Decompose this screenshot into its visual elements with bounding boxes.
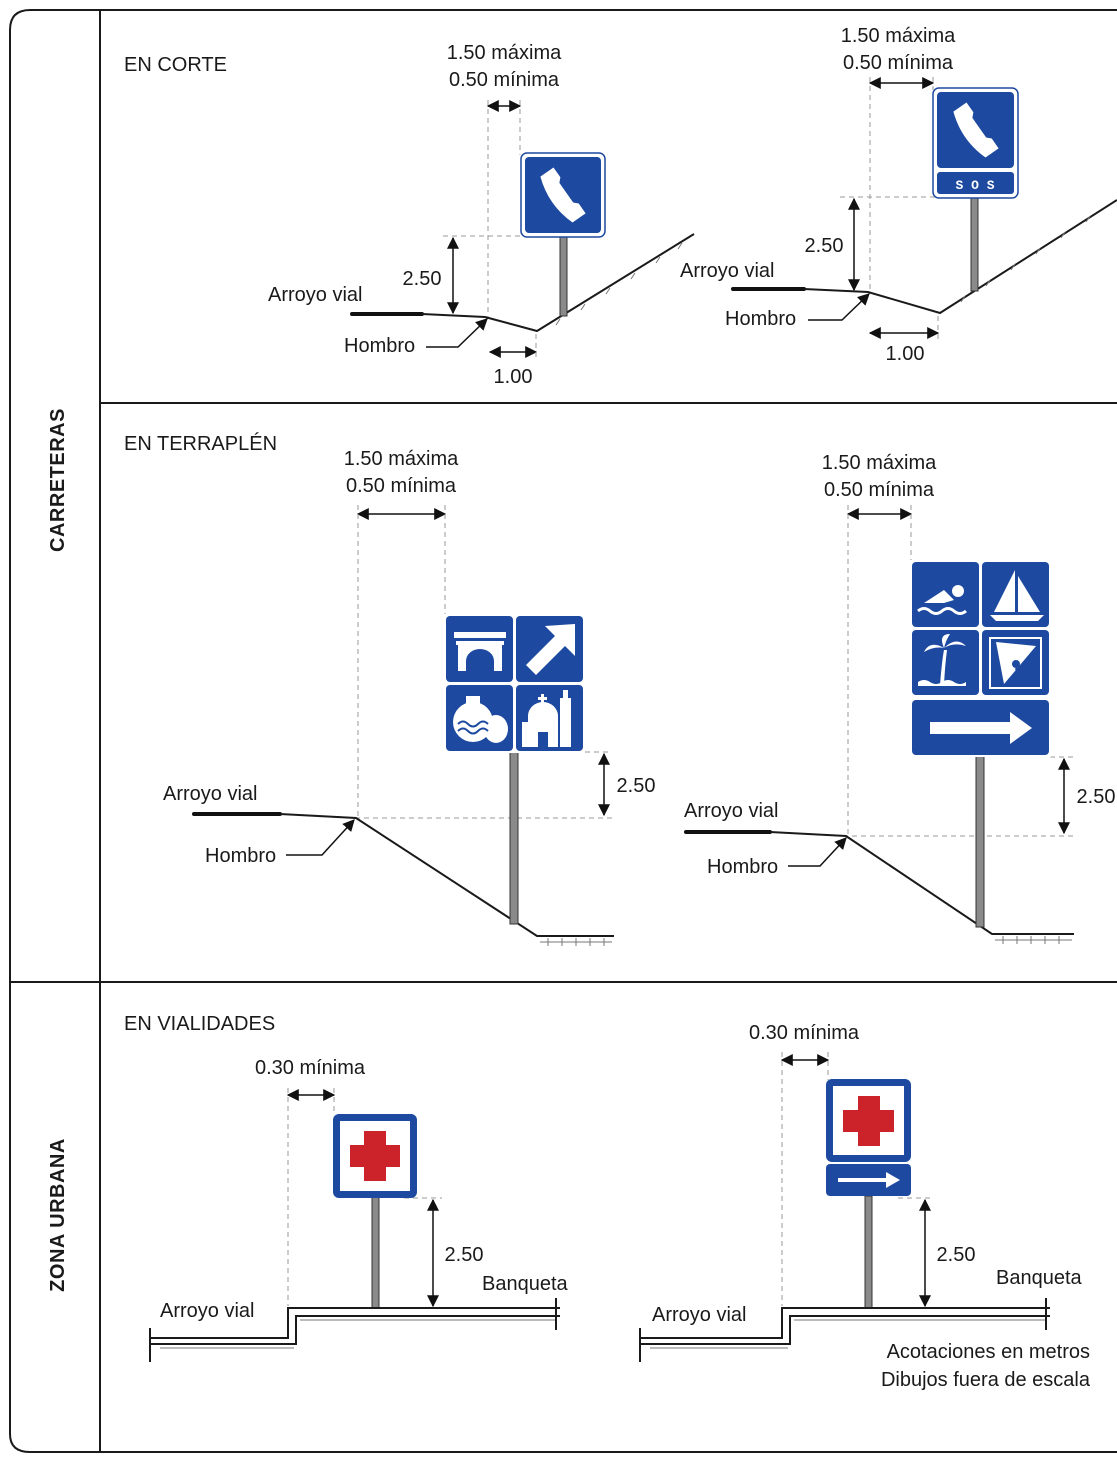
dim-maxima: 1.50 máxima [841, 25, 956, 47]
dim-minima: 0.50 mínima [824, 479, 935, 501]
dim-height: 2.50 [805, 235, 844, 257]
sailboat-icon [990, 570, 1044, 621]
corte-left-figure: 1.50 máxima 0.50 mínima 2.50 Arroyo vial… [268, 42, 695, 388]
sign-post [970, 196, 979, 292]
curb-sidewalk [150, 1307, 560, 1339]
dim-maxima: 1.50 máxima [822, 452, 937, 474]
curb-sidewalk [640, 1307, 1050, 1339]
label-arroyo-vial: Arroyo vial [160, 1300, 254, 1322]
tourism-sign-group [444, 614, 585, 753]
church-icon [522, 690, 571, 747]
dim-height: 2.50 [445, 1244, 484, 1266]
sign-post [509, 749, 519, 925]
cut-slope [803, 199, 1117, 315]
label-banqueta: Banqueta [996, 1267, 1083, 1289]
dim-minima: 0.50 mínima [346, 475, 457, 497]
right-arrow-icon [838, 1172, 900, 1188]
label-arroyo-vial: Arroyo vial [163, 783, 257, 805]
dim-shoulder: 1.00 [886, 343, 925, 365]
subtitle-en-terraplen: EN TERRAPLÉN [124, 432, 277, 455]
terraplen-right-figure: 1.50 máxima 0.50 mínima 2.50 [684, 452, 1115, 944]
corte-right-figure: 1.50 máxima 0.50 mínima 2.50 S O S Arroy… [680, 25, 1117, 365]
telephone-icon [953, 102, 999, 158]
embankment-slope [279, 813, 614, 937]
dim-height: 2.50 [403, 268, 442, 290]
dim-urban-minima: 0.30 mínima [749, 1022, 860, 1044]
dim-maxima: 1.50 máxima [447, 42, 562, 64]
palm-tree-icon [918, 634, 966, 686]
dim-height: 2.50 [1077, 786, 1116, 808]
dim-height: 2.50 [937, 1244, 976, 1266]
beach-sign-group [910, 560, 1051, 757]
label-arroyo-vial: Arroyo vial [652, 1304, 746, 1326]
swimming-icon [917, 585, 967, 615]
outer-frame [9, 9, 1117, 1453]
dim-minima: 0.50 mínima [843, 52, 954, 74]
section-label-zona-urbana: ZONA URBANA [47, 1138, 69, 1292]
dim-urban-minima: 0.30 mínima [255, 1057, 366, 1079]
terraplen-left-figure: 1.50 máxima 0.50 mínima 2.50 [163, 448, 655, 946]
dim-maxima: 1.50 máxima [344, 448, 459, 470]
label-hombro: Hombro [205, 845, 276, 867]
subtitle-en-vialidades: EN VIALIDADES [124, 1013, 275, 1035]
vialidades-left-figure: 0.30 mínima 2.50 Arroyo vial Banqueta [149, 1057, 569, 1362]
red-cross-icon [350, 1131, 400, 1181]
section-label-carreteras: CARRETERAS [47, 408, 69, 552]
sign-post [559, 233, 568, 317]
subtitle-en-corte: EN CORTE [124, 54, 227, 76]
note-acotaciones: Acotaciones en metros [887, 1341, 1090, 1363]
embankment-slope [769, 831, 1074, 935]
telephone-icon [540, 167, 586, 223]
sign-post [864, 1195, 873, 1309]
pottery-icon [453, 696, 508, 743]
label-arroyo-vial: Arroyo vial [268, 284, 362, 306]
label-banqueta: Banqueta [482, 1273, 569, 1295]
red-cross-icon [843, 1096, 894, 1146]
sign-post [371, 1195, 380, 1309]
note-escala: Dibujos fuera de escala [881, 1369, 1091, 1391]
label-hombro: Hombro [707, 856, 778, 878]
dim-height: 2.50 [617, 775, 656, 797]
dim-shoulder: 1.00 [494, 366, 533, 388]
label-hombro: Hombro [725, 308, 796, 330]
cut-slope [421, 233, 695, 333]
right-arrow-icon [930, 712, 1032, 744]
label-hombro: Hombro [344, 335, 415, 357]
label-arroyo-vial: Arroyo vial [680, 260, 774, 282]
dim-minima: 0.50 mínima [449, 69, 560, 91]
label-arroyo-vial: Arroyo vial [684, 800, 778, 822]
hang-glider-icon [989, 637, 1042, 689]
sos-text: S O S [955, 178, 994, 193]
vialidades-right-figure: 0.30 mínima 2.50 Arroyo vial Banqueta [639, 1022, 1083, 1362]
sign-post [975, 754, 985, 928]
bridge-icon [454, 632, 506, 671]
diagonal-arrow-icon [526, 624, 575, 675]
